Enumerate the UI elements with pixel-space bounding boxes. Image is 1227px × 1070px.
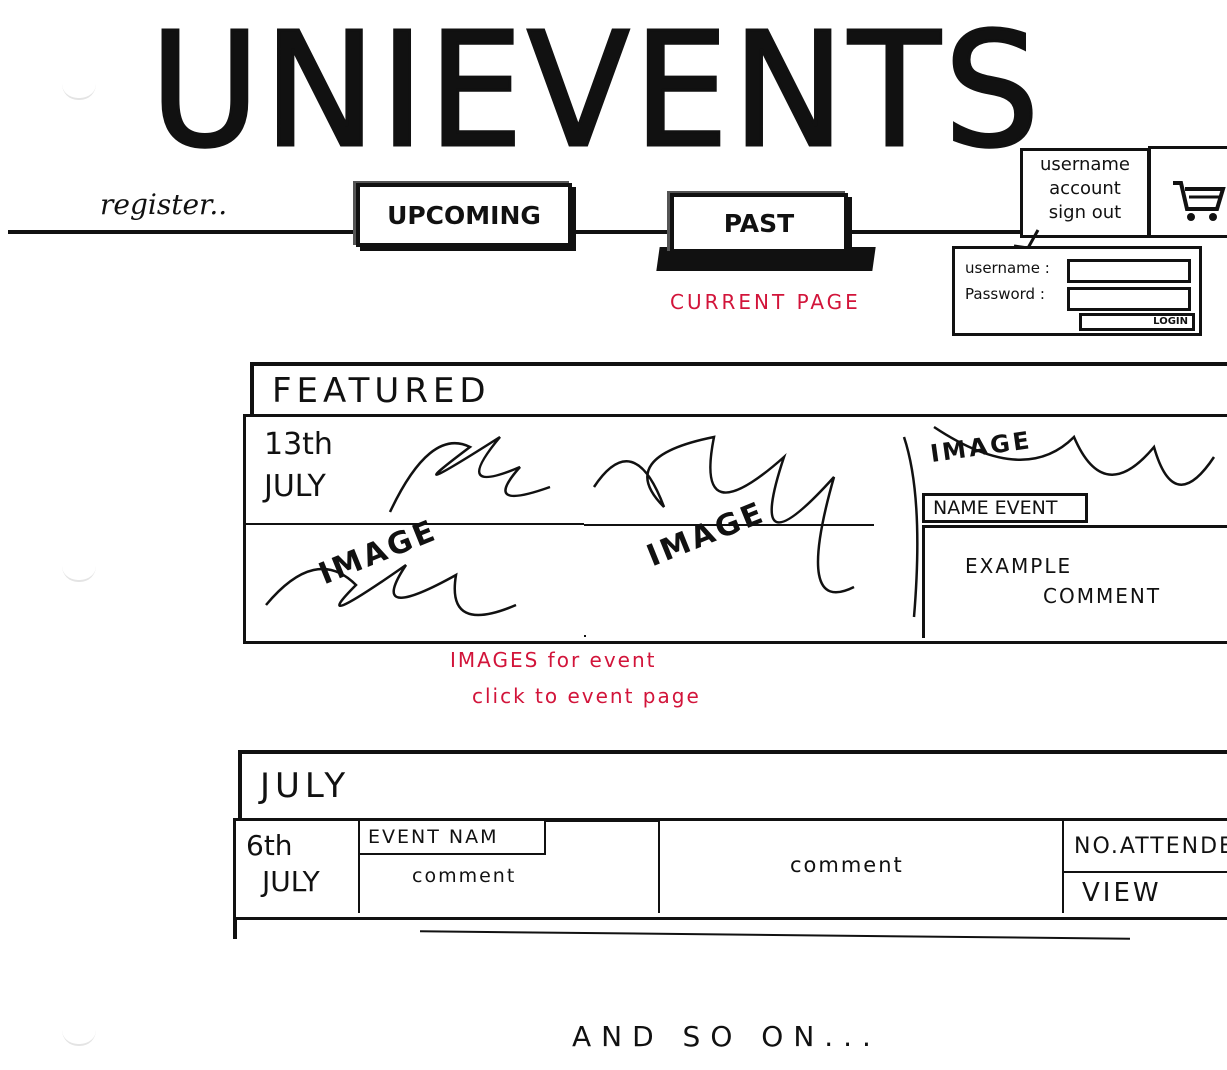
cart-button[interactable] (1148, 146, 1227, 238)
images-annotation-2: click to event page (472, 684, 701, 708)
image-placeholder-icon (902, 425, 1216, 618)
featured-image-3[interactable]: IMAGE NAME EVENT EXAMPLE COMMENT (874, 417, 1227, 638)
register-link[interactable]: register.. (100, 188, 228, 221)
july-date: 6th JULY (236, 821, 360, 913)
username-field[interactable] (1067, 259, 1191, 283)
punch-hole (62, 84, 96, 100)
password-field[interactable] (1067, 287, 1191, 311)
featured-event-name[interactable]: NAME EVENT (922, 493, 1088, 523)
featured-grid: 13th JULY IMAGE IMAGE IMAGE NAME EVENT E… (243, 414, 1227, 644)
row-edge (233, 917, 237, 939)
image-placeholder-icon (388, 435, 551, 513)
comment-line-1: EXAMPLE (965, 554, 1073, 578)
shopping-cart-icon (1173, 181, 1226, 221)
july-month: JULY (262, 865, 320, 898)
punch-hole (62, 566, 96, 582)
comment-line-2: COMMENT (1043, 584, 1162, 608)
login-box: username : Password : LOGIN (952, 246, 1202, 336)
username-label: username : (965, 259, 1050, 277)
image-placeholder-icon (265, 563, 517, 617)
july-event-row: 6th JULY EVENT NAM comment comment NO.AT… (233, 818, 1227, 920)
featured-month: JULY (264, 469, 326, 504)
july-event-name[interactable]: EVENT NAM (360, 821, 546, 855)
current-page-note: CURRENT PAGE (670, 290, 861, 314)
past-button[interactable]: PAST (670, 193, 848, 253)
account-menu: username account sign out (1020, 148, 1150, 238)
july-comment-large: comment (790, 853, 904, 877)
featured-day: 13th (264, 427, 333, 462)
attendees-count: NO.ATTENDE (1062, 821, 1227, 873)
username-link[interactable]: username (1040, 154, 1130, 175)
featured-image-1-top[interactable] (370, 417, 586, 523)
featured-date: 13th JULY (246, 417, 372, 525)
sign-out-link[interactable]: sign out (1048, 202, 1122, 223)
upcoming-button[interactable]: UPCOMING (356, 183, 572, 247)
july-day: 6th (246, 829, 293, 862)
featured-comment: EXAMPLE COMMENT (922, 525, 1227, 638)
punch-hole (62, 1030, 96, 1046)
featured-image-2[interactable]: IMAGE (584, 417, 876, 635)
july-comment-small: comment (412, 865, 517, 887)
site-title: UNIEVENTS (149, 0, 1044, 184)
image-placeholder-icon (584, 435, 874, 594)
view-button[interactable]: VIEW (1062, 873, 1227, 913)
password-label: Password : (965, 285, 1045, 303)
featured-image-1[interactable]: IMAGE (246, 513, 586, 637)
and-so-on-note: AND SO ON... (572, 1020, 881, 1053)
images-annotation-1: IMAGES for event (450, 648, 657, 672)
featured-heading: FEATURED (250, 362, 1227, 420)
july-heading: JULY (238, 750, 1227, 822)
row-underline (420, 930, 1130, 940)
july-comment-cell: comment (658, 821, 1064, 913)
nav-divider (8, 230, 1227, 234)
login-button[interactable]: LOGIN (1079, 313, 1195, 331)
account-link[interactable]: account (1049, 178, 1121, 199)
